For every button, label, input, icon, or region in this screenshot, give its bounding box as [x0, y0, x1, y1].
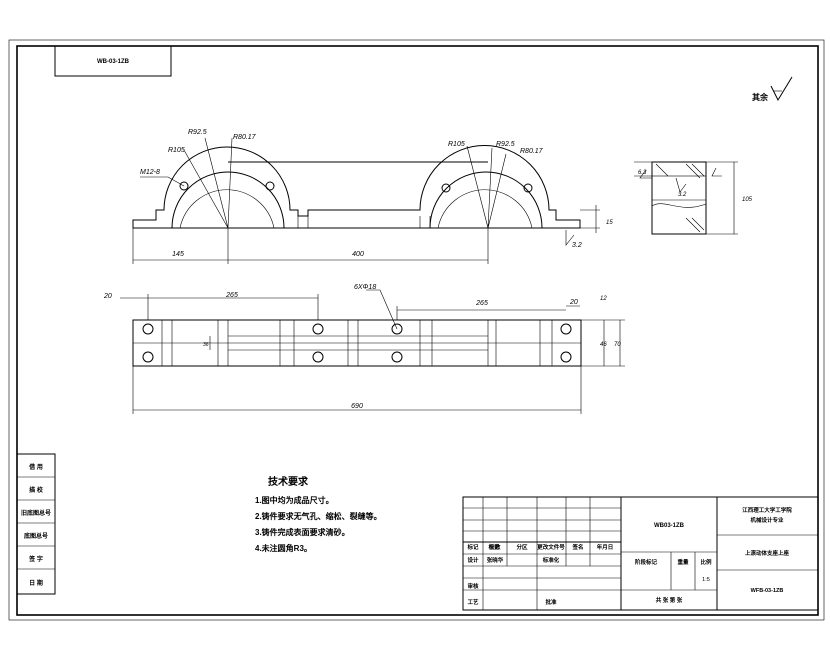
rev-header: 年月日 — [597, 543, 614, 551]
school-name: 江西理工大学工学院 — [742, 506, 792, 514]
svg-text:15: 15 — [606, 220, 613, 226]
stamp-cell: 旧底图总号 — [21, 509, 51, 517]
rev-header: 分区 — [516, 543, 528, 551]
svg-text:265: 265 — [225, 292, 238, 299]
right-bore-inner — [437, 189, 533, 229]
svg-text:张晓华: 张晓华 — [487, 556, 504, 564]
outer-border — [8, 39, 825, 621]
svg-text:6XΦ18: 6XΦ18 — [354, 284, 376, 291]
svg-text:阶段标记: 阶段标记 — [635, 558, 658, 566]
svg-text:12: 12 — [600, 296, 607, 302]
svg-text:批准: 批准 — [545, 598, 557, 606]
svg-text:70: 70 — [614, 342, 621, 348]
bolt-hole — [265, 181, 275, 191]
mount-hole — [312, 351, 324, 363]
stamp-cell: 日 期 — [29, 579, 43, 587]
corner-code-box — [54, 45, 172, 77]
right-bore-outer — [429, 171, 543, 229]
svg-text:20: 20 — [569, 299, 578, 306]
svg-text:6.3: 6.3 — [638, 170, 647, 176]
svg-text:工艺: 工艺 — [467, 598, 479, 606]
bolt-hole — [441, 183, 451, 193]
side-stamp-table — [16, 453, 56, 595]
stamp-cell: 签 字 — [28, 555, 43, 563]
left-bore-outer — [171, 171, 285, 229]
left-bore-inner — [179, 189, 275, 229]
svg-text:690: 690 — [351, 403, 363, 410]
svg-text:R80.17: R80.17 — [520, 148, 544, 155]
mount-hole — [142, 323, 154, 335]
svg-text:R105: R105 — [168, 147, 185, 154]
drawing-code: WB03-1ZB — [654, 523, 685, 529]
svg-text:400: 400 — [352, 251, 364, 258]
svg-text:145: 145 — [172, 251, 184, 258]
mount-hole — [560, 323, 572, 335]
mount-hole — [391, 351, 403, 363]
roughness-mark-icon — [565, 230, 575, 246]
svg-text:3.2: 3.2 — [678, 192, 687, 198]
svg-text:265: 265 — [475, 300, 488, 307]
svg-text:设计: 设计 — [467, 556, 479, 564]
rev-header-mark: 标记 — [466, 543, 479, 551]
top-view — [120, 289, 625, 414]
front-view — [132, 137, 600, 264]
svg-text:36: 36 — [203, 342, 209, 348]
rev-header: 签名 — [571, 543, 583, 551]
svg-text:比例: 比例 — [700, 558, 712, 566]
svg-text:3.2: 3.2 — [572, 242, 582, 249]
mount-hole — [391, 323, 403, 335]
svg-text:46: 46 — [600, 342, 607, 348]
svg-text:标准化: 标准化 — [542, 556, 560, 564]
title-block — [462, 496, 819, 611]
requirement-item: 2.铸件要求无气孔、缩松、裂缝等。 — [255, 511, 382, 521]
inner-frame — [16, 45, 819, 616]
scale-value: 1:5 — [702, 577, 710, 583]
stamp-cell: 底图总号 — [24, 532, 48, 540]
side-outline — [651, 161, 707, 235]
requirement-item: 4.未注圆角R3。 — [255, 543, 312, 553]
drawing-number: WFB-03-1ZB — [751, 588, 784, 594]
side-view — [634, 161, 738, 235]
svg-text:R105: R105 — [448, 141, 465, 148]
roughness-mark-icon — [639, 169, 652, 179]
svg-text:20: 20 — [103, 293, 112, 300]
mount-hole — [142, 351, 154, 363]
stamp-cell: 描 校 — [29, 486, 44, 494]
roughness-symbol-icon — [770, 76, 793, 102]
front-outline — [132, 145, 581, 229]
svg-text:R92.5: R92.5 — [496, 141, 515, 148]
svg-text:R80.17: R80.17 — [233, 134, 257, 141]
stamp-cell: 借 用 — [28, 463, 43, 471]
corner-code: WB-03-1ZB — [97, 59, 130, 65]
part-name: 上滚动体支座上座 — [745, 549, 790, 557]
rev-header: 标记 — [487, 543, 500, 551]
svg-text:M12-8: M12-8 — [140, 169, 160, 176]
svg-text:R92.5: R92.5 — [188, 129, 207, 136]
rev-header: 更改文件号 — [537, 543, 565, 551]
mount-hole — [312, 323, 324, 335]
requirement-item: 1.图中均为成品尺寸。 — [255, 495, 334, 505]
rev-header: 处数 — [488, 543, 501, 551]
roughness-note: 其余 — [752, 92, 769, 102]
bolt-hole — [523, 183, 533, 193]
svg-text:重量: 重量 — [677, 558, 689, 566]
svg-text:机械设计专业: 机械设计专业 — [749, 516, 784, 524]
bolt-hole — [179, 181, 189, 191]
svg-text:审核: 审核 — [467, 582, 479, 590]
mount-hole — [560, 351, 572, 363]
requirement-item: 3.铸件完成表面要求清砂。 — [255, 527, 350, 537]
requirements-title: 技术要求 — [268, 475, 309, 488]
svg-text:共 张 第 张: 共 张 第 张 — [656, 596, 683, 604]
svg-text:105: 105 — [742, 197, 753, 203]
